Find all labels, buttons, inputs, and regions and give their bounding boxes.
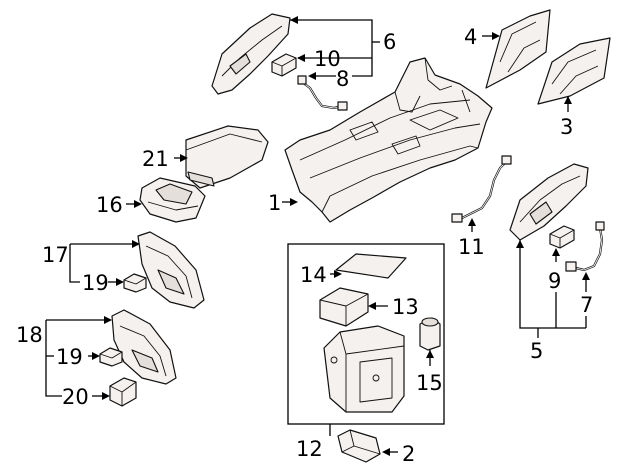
cup-tray-13: [319, 287, 369, 327]
callout-13: 13: [392, 295, 419, 319]
callout-6: 6: [383, 30, 396, 54]
power-socket-15: [419, 317, 441, 351]
wire-harness-7: [565, 221, 605, 272]
callout-7: 7: [580, 293, 593, 317]
callout-4: 4: [464, 25, 477, 49]
assembly-group-frame: [287, 243, 445, 425]
callout-11: 11: [458, 235, 485, 259]
callout-8: 8: [336, 67, 349, 91]
storage-housing: [323, 325, 405, 413]
storage-tray: [139, 177, 206, 223]
callout-labels: 6 10 8 4 3 21 16 1 11 17 19 14 13 9 7 18…: [16, 25, 593, 466]
side-trim-panel-17: [137, 231, 205, 309]
side-trim-panel-18: [111, 309, 177, 385]
callout-15: 15: [416, 371, 443, 395]
callout-12: 12: [296, 437, 323, 461]
upper-trim-panel-6: [211, 13, 291, 95]
callout-20: 20: [62, 385, 89, 409]
callout-18: 18: [16, 323, 43, 347]
wire-harness-8: [297, 75, 348, 111]
mat-14: [335, 253, 407, 279]
callout-10: 10: [314, 47, 341, 71]
callout-14: 14: [300, 263, 327, 287]
callout-19-upper: 19: [82, 271, 109, 295]
callout-17: 17: [42, 243, 69, 267]
right-trim-panel-5: [509, 163, 589, 241]
armrest-lid: [185, 125, 269, 189]
callout-19-lower: 19: [56, 345, 83, 369]
callout-21: 21: [142, 147, 169, 171]
callout-9: 9: [548, 269, 561, 293]
push-button-19-lower: [99, 347, 123, 367]
push-button-19-upper: [123, 273, 147, 293]
side-panel-4: [485, 9, 551, 89]
callout-1: 1: [268, 191, 281, 215]
callout-2: 2: [402, 442, 415, 466]
side-panel-3: [537, 37, 611, 105]
switch-10: [271, 53, 297, 77]
callout-3: 3: [560, 115, 573, 139]
console-body: [284, 57, 493, 223]
bracket-2: [337, 429, 381, 463]
switch-9: [549, 225, 575, 249]
callout-16: 16: [96, 193, 123, 217]
wire-harness-11: [451, 155, 512, 223]
knob-20: [109, 377, 137, 407]
callout-5: 5: [530, 339, 543, 363]
leader-lines: [45, 16, 590, 456]
